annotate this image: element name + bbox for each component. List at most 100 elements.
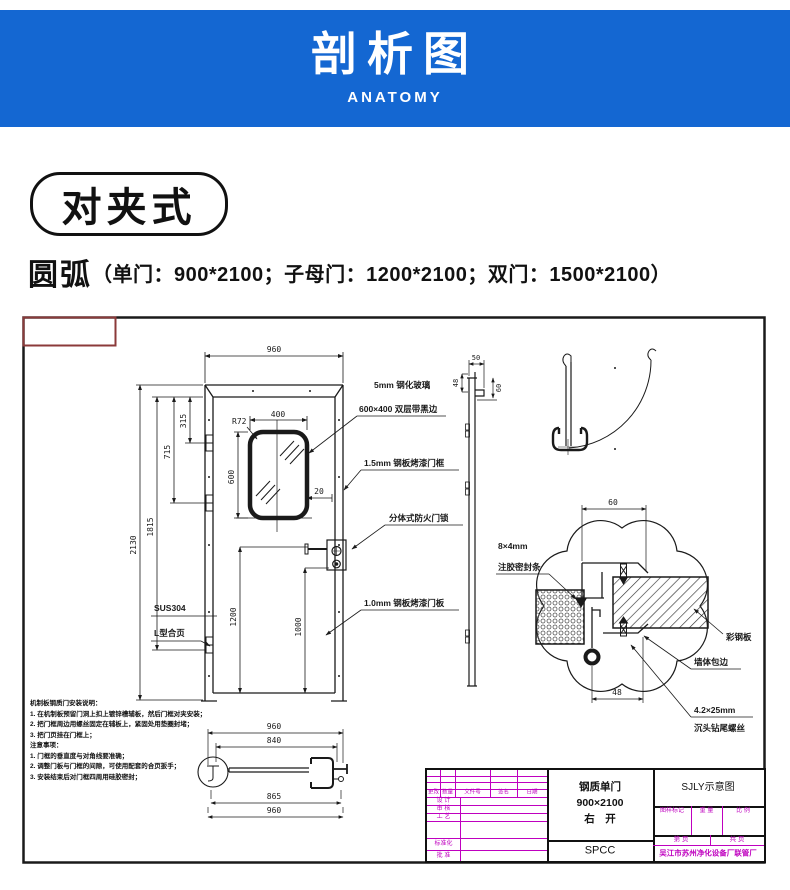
profile-dim-left: 48	[452, 379, 460, 387]
spec-sizes: （单门：900*2100；子母门：1200*2100；双门：1500*2100）	[92, 263, 672, 286]
row-process: 工 艺	[436, 814, 451, 820]
notes-caution: 2. 调整门板与门框的间隙，可使用配套的合页扳手；	[30, 763, 181, 771]
label-steel-panel: 彩钢板	[725, 632, 752, 642]
dim-window-radius: R72	[232, 417, 247, 426]
profile-dim-top: 50	[472, 354, 480, 362]
vision-window	[236, 420, 312, 532]
row-standard: 标准化	[434, 841, 453, 847]
glass-slashes	[255, 440, 305, 505]
hinge-marks	[205, 434, 214, 654]
honeycomb-core	[535, 589, 585, 645]
section-dimensions	[207, 729, 344, 819]
plan-section	[197, 729, 348, 819]
title-block: 更改 数量 文件号 签名 日期 设 计 审 核 工 艺 标准化 批 准 钢质单门…	[425, 768, 766, 863]
product-size: 900×2100	[576, 796, 624, 809]
label-hinge-material: SUS304	[154, 603, 186, 613]
profile-dim-right: 60	[495, 384, 503, 392]
notes-step: 3. 把门页挂在门框上；	[30, 731, 96, 739]
row-design: 设 计	[436, 798, 451, 804]
label-panel: 1.0mm 钢板烤漆门板	[364, 598, 445, 608]
rev-col-change: 更改	[427, 789, 440, 796]
type-badge: 对夹式	[30, 172, 228, 236]
label-wall-wrap: 墙体包边	[694, 657, 729, 667]
detail-dimensions	[581, 505, 647, 703]
notes-caution-title: 注意事项：	[30, 742, 63, 750]
page-total: 共 页	[729, 835, 745, 843]
type-badge-label: 对夹式	[61, 186, 197, 230]
dim-window-width: 400	[271, 410, 286, 419]
jamb-detail	[496, 505, 753, 718]
label-glass-2: 600×400 双层带黑边	[359, 404, 438, 414]
page-no: 第 页	[673, 835, 689, 843]
door-swing-diagram	[551, 348, 657, 455]
section-dim-2: 840	[267, 736, 282, 745]
lock-plan	[334, 764, 348, 782]
detail-cloud	[536, 520, 708, 692]
notes-title: 机制板钢质门安装说明：	[30, 700, 102, 707]
dim-top-width: 960	[267, 345, 282, 354]
row-approve: 批 准	[436, 852, 451, 859]
frame-fastener-dots	[208, 390, 340, 677]
material-spec: SPCC	[584, 844, 616, 856]
section-dim-1: 960	[267, 722, 282, 731]
label-lock: 分体式防火门锁	[389, 513, 449, 523]
seal-strip	[575, 598, 587, 608]
frame-channel-plan	[310, 757, 334, 789]
corner-revision-box	[22, 316, 117, 347]
label-seal-2: 注胶密封条	[498, 562, 541, 572]
notes-caution: 3. 安装结束后对门框四周用硅胶密封；	[30, 773, 142, 781]
section-dim-3: 865	[267, 792, 282, 801]
screws	[618, 563, 629, 637]
label-screw-1: 4.2×25mm	[694, 705, 736, 715]
seal-ring	[583, 648, 601, 666]
wall-panel-hatched	[612, 576, 709, 629]
detail-dim-bottom: 48	[612, 688, 622, 697]
page-subtitle: ANATOMY	[347, 89, 443, 106]
col-mark: 图样标记	[659, 808, 685, 814]
product-name: 钢质单门	[579, 780, 621, 793]
label-frame: 1.5mm 钢板烤漆门框	[364, 458, 445, 468]
door-elevation	[201, 384, 347, 702]
notes-step: 1. 在机制板预留门洞上扣上镀锌槽辅板，然后门框对夹安装；	[30, 710, 207, 718]
door-leaf-plan	[228, 767, 309, 773]
doc-title: SJLY示意图	[681, 782, 735, 793]
install-notes: 机制板钢质门安装说明： 1. 在机制板预留门洞上扣上镀锌槽辅板，然后门框对夹安装…	[30, 699, 206, 783]
spec-shape: 圆弧	[28, 259, 92, 292]
rev-col-date: 日期	[526, 789, 538, 796]
drawing-text: 960 2130 1815 715 315 400 R72 600 20 120…	[129, 345, 752, 815]
dim-hinge-mid: 715	[163, 445, 172, 460]
col-weight: 重 量	[699, 808, 714, 814]
door-lock	[304, 539, 347, 571]
detail-leaders	[496, 573, 753, 718]
profile-dimensions	[460, 360, 497, 401]
dim-lock-height: 1200	[229, 607, 238, 626]
notes-caution: 1. 门框的垂直度与对角线要准确；	[30, 752, 129, 760]
label-screw-2: 沉头钻尾螺丝	[694, 723, 746, 733]
rev-col-qty: 数量	[441, 789, 454, 796]
detail-dim-width: 60	[608, 498, 618, 507]
header-banner: 剖析图 ANATOMY	[0, 10, 790, 127]
dim-total-height: 2130	[129, 535, 138, 554]
label-seal-1: 8×4mm	[498, 541, 528, 551]
label-hinge-type: L型合页	[154, 628, 185, 638]
product-opening: 右 开	[584, 812, 616, 825]
rev-col-sign: 签名	[497, 789, 510, 796]
section-dim-4: 960	[267, 806, 282, 815]
dim-window-height: 600	[227, 470, 236, 485]
dim-hinge-top: 315	[179, 414, 188, 429]
frame-profile	[575, 562, 649, 648]
notes-step: 2. 把门框周边用螺丝固定在辅板上，紧固处用垫圈封堵；	[30, 721, 194, 729]
dim-window-offset: 20	[314, 487, 324, 496]
col-scale: 比 例	[736, 808, 750, 814]
dim-handle-height: 1000	[294, 617, 303, 636]
company-name: 吴江市苏州净化设备厂联管厂	[659, 848, 757, 858]
callout-leaders	[151, 415, 463, 647]
label-glass-1: 5mm 钢化玻璃	[374, 380, 431, 390]
spec-line: 圆弧 （单门：900*2100；子母门：1200*2100；双门：1500*21…	[28, 250, 773, 294]
rev-col-docno: 文件号	[464, 789, 481, 796]
row-check: 审 核	[436, 806, 451, 812]
elevation-dimensions	[136, 352, 344, 701]
side-profile	[460, 360, 497, 687]
dim-frame-height: 1815	[146, 517, 155, 536]
